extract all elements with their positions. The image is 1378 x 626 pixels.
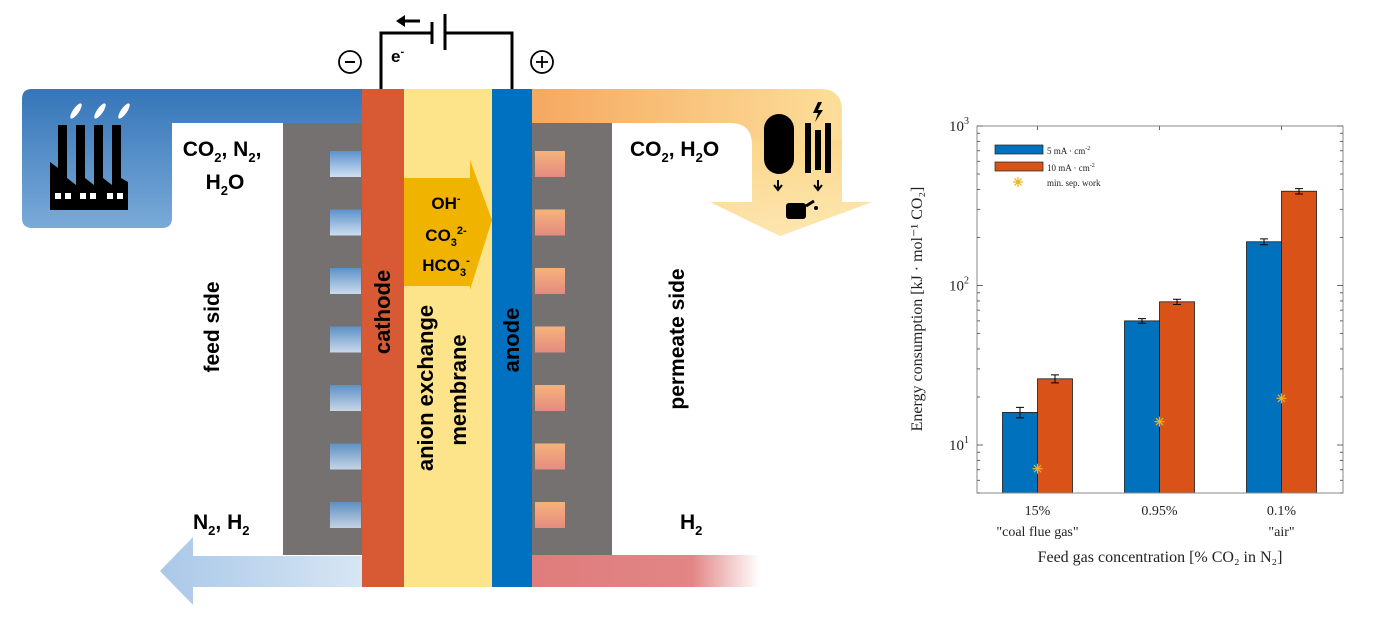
- permeate-channel-square: [535, 151, 565, 177]
- gas-tank-icon: [764, 114, 794, 192]
- min-sep-work-marker: [1276, 393, 1287, 404]
- feed-channel-square: [330, 443, 361, 470]
- x-tick-label: 0.1%: [1267, 504, 1297, 519]
- chart-axes: 101 102 103: [949, 116, 1344, 494]
- chart-legend: 5 mA · cm-2 10 mA · cm-2 min. sep. work: [994, 144, 1101, 188]
- bar-5ma: [1002, 412, 1038, 494]
- min-sep-work-marker: [1154, 416, 1165, 427]
- ion-transport-arrow: [404, 160, 492, 290]
- feed-channel-square: [330, 326, 361, 353]
- x-tick-sublabel: "coal flue gas": [996, 525, 1078, 540]
- bar-10ma: [1037, 378, 1073, 494]
- legend-swatch-10ma: [994, 161, 1044, 172]
- y-tick-label: 101: [949, 435, 969, 454]
- feed-flow-channels: [330, 151, 361, 528]
- legend-label-5ma: 5 mA · cm-2: [1047, 146, 1090, 156]
- error-bar: [1051, 374, 1059, 384]
- permeate-side-label: permeate side: [666, 268, 689, 409]
- ion-species-labels: OH- CO32- HCO3-: [422, 193, 470, 279]
- y-tick-label: 103: [949, 116, 969, 135]
- permeate-outlet-composition: H2: [680, 511, 702, 538]
- feed-side-label: feed side: [201, 281, 224, 372]
- permeate-channel-square: [535, 443, 565, 470]
- svg-text:HCO3-: HCO3-: [422, 255, 470, 279]
- bar-10ma: [1281, 190, 1317, 494]
- electrochemical-cell-diagram: e- CO2, N2, H2O CO2, H2O: [22, 14, 872, 605]
- x-tick-label: 0.95%: [1141, 504, 1178, 519]
- membrane-layer: [404, 89, 492, 587]
- permeate-channel-square: [535, 326, 565, 353]
- feed-outlet-arrow: [160, 537, 365, 605]
- permeate-outlet-arrow: [532, 555, 760, 587]
- bar-5ma: [1124, 320, 1160, 494]
- y-axis-label: Energy consumption [kJ · mol⁻¹ CO₂]: [909, 187, 926, 432]
- feed-channel-square: [330, 502, 361, 528]
- error-bar: [1295, 188, 1303, 195]
- feed-channel-square: [330, 268, 361, 294]
- cathode-label: cathode: [370, 270, 395, 354]
- feed-channel-square: [330, 385, 361, 411]
- permeate-channel-square: [535, 268, 565, 294]
- anode-label: anode: [499, 308, 524, 373]
- legend-swatch-5ma: [994, 144, 1044, 155]
- svg-text:OH-: OH-: [431, 193, 461, 213]
- error-bar: [1173, 298, 1181, 306]
- membrane-label-line1: anion exchange: [413, 305, 438, 471]
- external-circuit: [379, 14, 514, 89]
- energy-consumption-chart: 101 102 103 5 mA · cm-2 10 mA · cm-2 min. …: [909, 116, 1344, 566]
- bar-5ma: [1246, 241, 1282, 494]
- cathode-layer: [362, 89, 404, 587]
- min-sep-work-marker: [1032, 463, 1043, 474]
- error-bar: [1260, 238, 1268, 246]
- plus-terminal-icon: [530, 50, 554, 74]
- factory-icon: [50, 103, 130, 210]
- anode-layer: [492, 89, 532, 587]
- permeate-channel-square: [535, 502, 565, 528]
- electron-label: e-: [391, 46, 404, 66]
- feed-outlet-composition: N2, H2: [193, 511, 249, 538]
- chart-marks: [1002, 188, 1317, 494]
- minus-terminal-icon: [338, 50, 362, 74]
- y-tick-label: 102: [949, 275, 969, 294]
- permeate-flow-channels: [535, 151, 565, 528]
- x-tick-labels: 15% "coal flue gas" 0.95% 0.1% "air": [996, 504, 1296, 540]
- x-axis-label: Feed gas concentration [% CO₂ in N₂]: [1038, 549, 1283, 566]
- feed-channel-square: [330, 151, 361, 177]
- svg-text:CO32-: CO32-: [425, 225, 467, 249]
- legend-label-min-sep-work: min. sep. work: [1047, 178, 1101, 188]
- bar-10ma: [1159, 301, 1195, 494]
- feed-gas-composition: CO2, N2, H2O: [183, 138, 268, 198]
- electrolyzer-icon: [805, 102, 831, 192]
- feed-channel-square: [330, 209, 361, 236]
- legend-label-10ma: 10 mA · cm-2: [1047, 163, 1095, 173]
- legend-asterisk-marker: [1013, 177, 1023, 187]
- x-tick-sublabel: "air": [1268, 525, 1294, 540]
- permeate-gas-composition: CO2, H2O: [630, 138, 719, 165]
- fuel-can-icon: [786, 199, 818, 219]
- error-bar: [1016, 406, 1024, 419]
- legend-asterisk-icon: [1013, 177, 1023, 187]
- permeate-channel-square: [535, 209, 565, 236]
- x-tick-label: 15%: [1025, 504, 1051, 519]
- membrane-label-line2: membrane: [446, 334, 471, 445]
- permeate-channel-square: [535, 385, 565, 411]
- error-bar: [1138, 318, 1146, 324]
